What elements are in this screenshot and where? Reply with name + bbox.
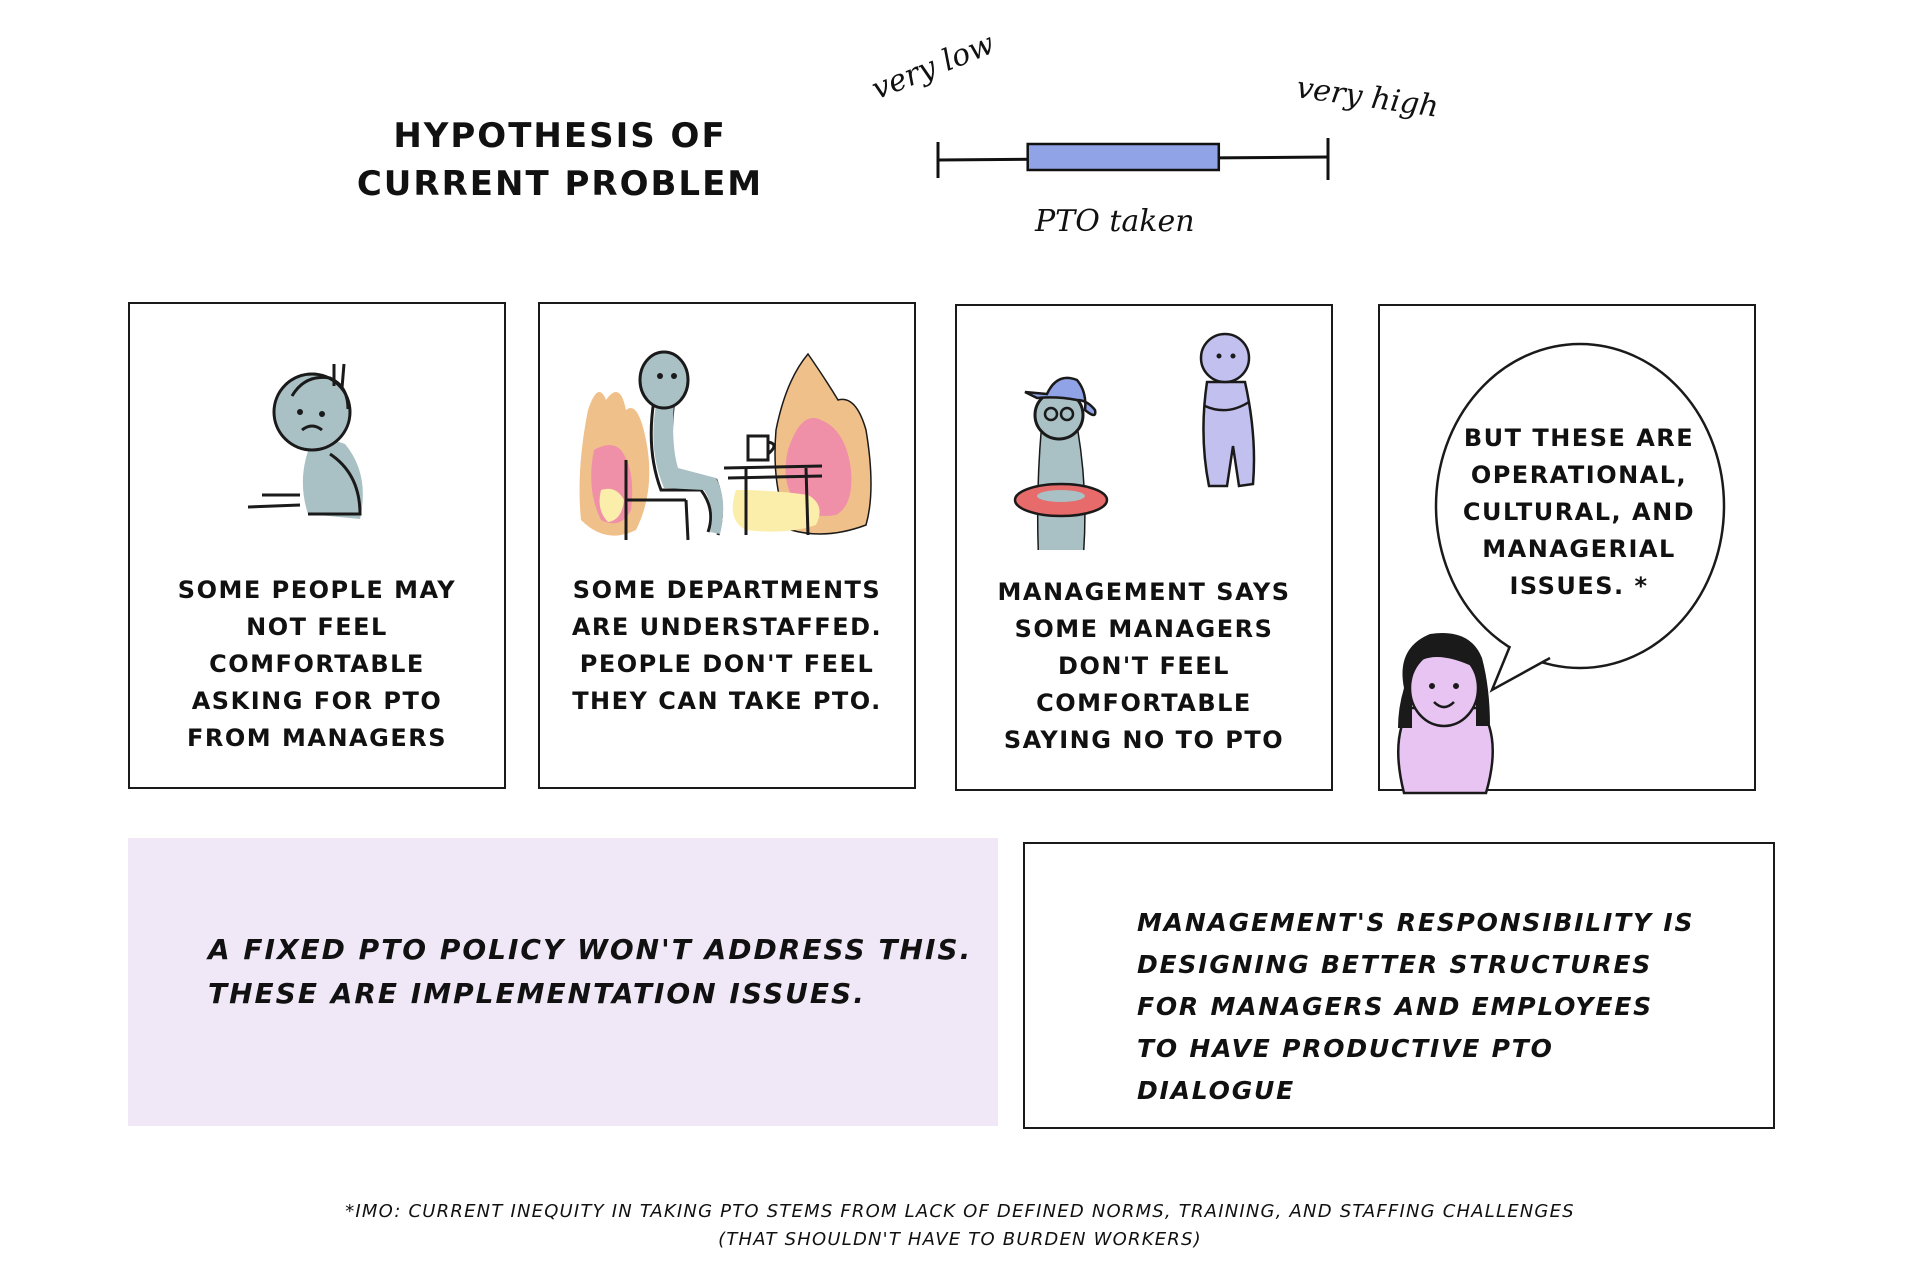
fixed-policy-note: A FIXED PTO POLICY WON'T ADDRESS THIS. T… (128, 838, 998, 1126)
footnote: *IMO: CURRENT INEQUITY IN TAKING PTO STE… (0, 1198, 1920, 1254)
panel-managers-saying-no: MANAGEMENT SAYS SOME MANAGERS DON'T FEEL… (955, 304, 1333, 791)
management-responsibility-note: MANAGEMENT'S RESPONSIBILITY IS DESIGNING… (1023, 842, 1775, 1129)
speech-text: BUT THESE ARE OPERATIONAL, CULTURAL, AND… (1462, 424, 1696, 600)
footnote-line-1: *IMO: CURRENT INEQUITY IN TAKING PTO STE… (345, 1201, 1575, 1222)
smiling-woman-figure (1396, 633, 1494, 795)
page-title: HYPOTHESIS OF CURRENT PROBLEM (340, 112, 780, 208)
panel-understaffed: SOME DEPARTMENTS ARE UNDERSTAFFED. PEOPL… (538, 302, 916, 789)
scale-high-label: very high (1294, 70, 1441, 125)
speech-bubble (1434, 342, 1726, 693)
pto-scale (936, 138, 1330, 180)
panel-caption: SOME PEOPLE MAY NOT FEEL COMFORTABLE ASK… (177, 576, 457, 752)
fixed-policy-text: A FIXED PTO POLICY WON'T ADDRESS THIS. T… (208, 928, 972, 1016)
fixed-policy-line-2: THESE ARE IMPLEMENTATION ISSUES. (208, 977, 866, 1010)
scale-low-label: very low (866, 26, 1000, 107)
panel-uncomfortable-asking: SOME PEOPLE MAY NOT FEEL COMFORTABLE ASK… (128, 302, 506, 789)
scale-range-bar (1026, 142, 1221, 172)
footnote-line-2: (THAT SHOULDN'T HAVE TO BURDEN WORKERS) (718, 1229, 1202, 1250)
management-responsibility-text: MANAGEMENT'S RESPONSIBILITY IS DESIGNING… (1137, 908, 1695, 1105)
fixed-policy-line-1: A FIXED PTO POLICY WON'T ADDRESS THIS. (208, 933, 973, 966)
panel-speech-bubble: BUT THESE ARE OPERATIONAL, CULTURAL, AND… (1378, 304, 1756, 795)
office-on-fire-illustration (579, 350, 872, 541)
panel-caption: SOME DEPARTMENTS ARE UNDERSTAFFED. PEOPL… (571, 576, 883, 715)
title-line-2: CURRENT PROBLEM (356, 164, 764, 204)
worried-person-figure (247, 363, 363, 519)
scale-axis-label: PTO taken (1035, 204, 1195, 239)
lavender-person-figure (1199, 332, 1256, 488)
manager-with-pool-ring-figure (1013, 376, 1109, 551)
title-line-1: HYPOTHESIS OF (393, 116, 727, 156)
panel-caption: MANAGEMENT SAYS SOME MANAGERS DON'T FEEL… (997, 578, 1291, 754)
